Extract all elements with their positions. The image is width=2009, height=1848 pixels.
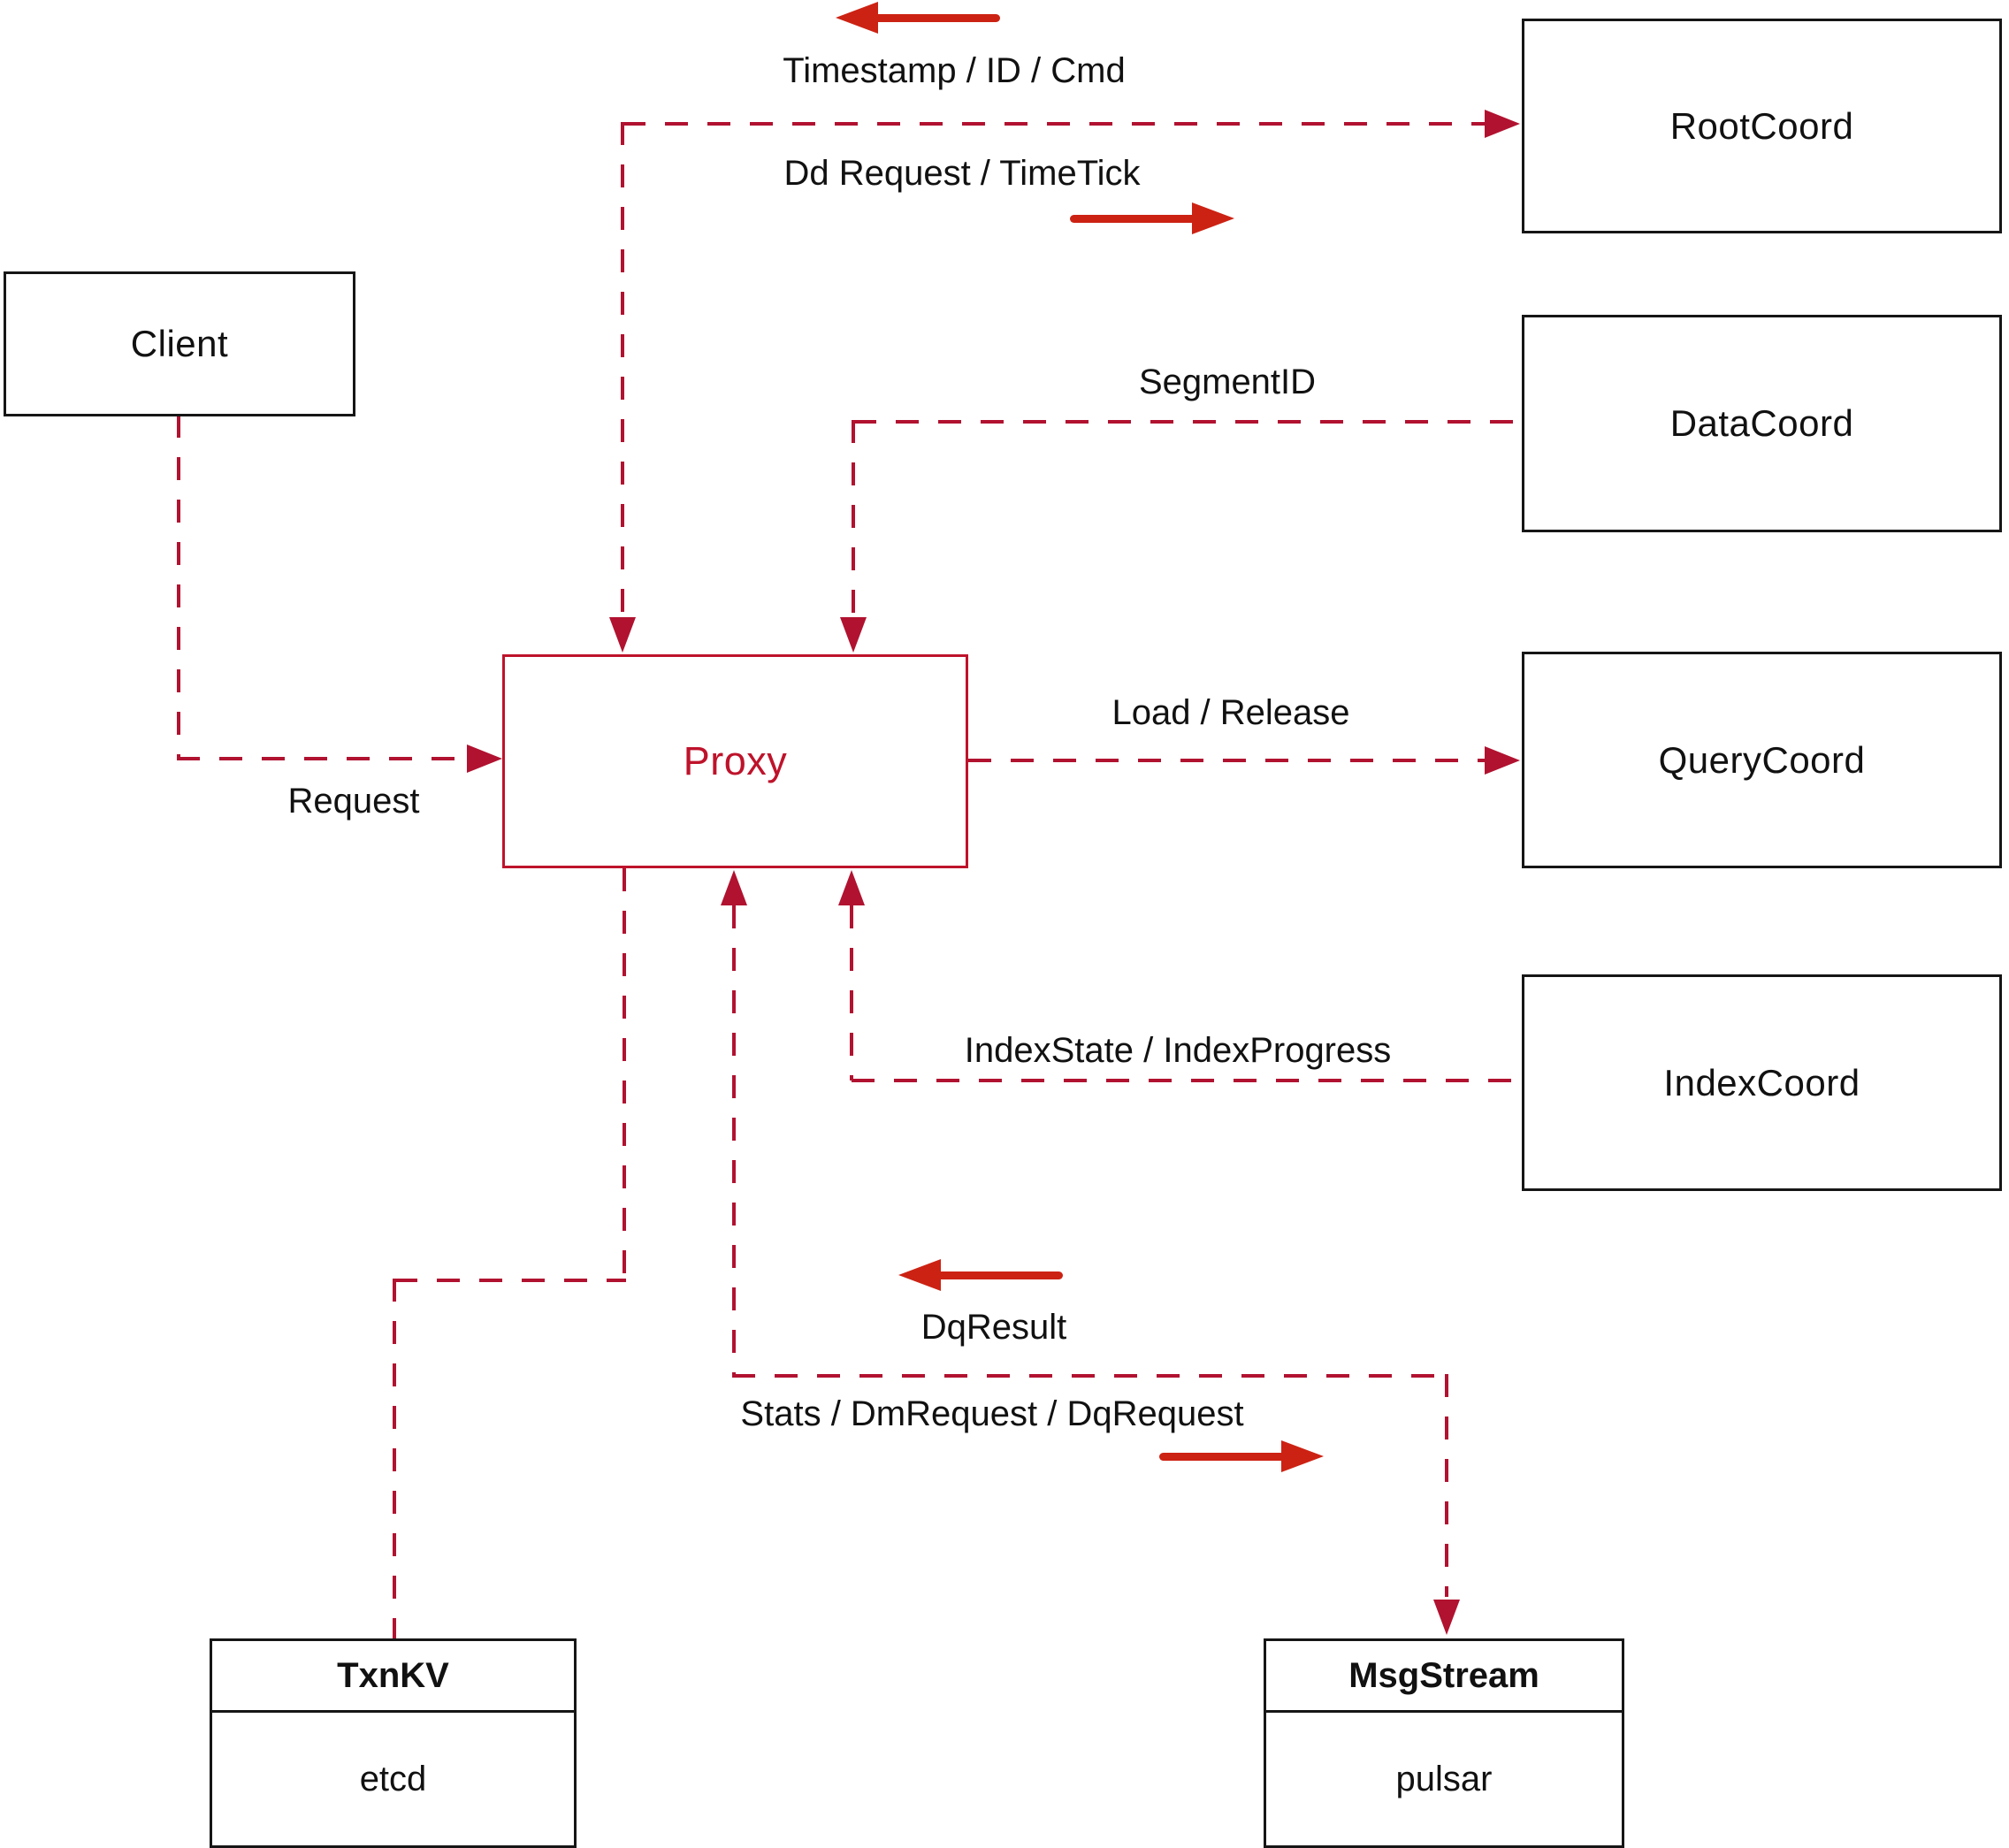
node-querycoord: QueryCoord <box>1522 652 2002 868</box>
edge-proxy-txnkv-horizontal <box>394 1279 626 1282</box>
arrow-shaft <box>932 1271 1063 1279</box>
node-proxy: Proxy <box>502 654 968 868</box>
edge-label-load-release: Load / Release <box>1111 693 1350 732</box>
node-querycoord-label: QueryCoord <box>1658 738 1866 781</box>
edge-proxy-msgstream-vertical-top <box>732 905 736 1376</box>
edge-proxy-querycoord-horizontal <box>968 759 1485 762</box>
edge-label-dd-request-timetick: Dd Request / TimeTick <box>783 154 1141 193</box>
edge-proxy-msgstream-horizontal <box>732 1374 1447 1378</box>
left-arrow-icon <box>836 2 1000 34</box>
arrow-head <box>836 2 878 34</box>
node-client: Client <box>4 271 355 416</box>
edge-indexcoord-proxy-vertical <box>850 905 853 1081</box>
node-rootcoord: RootCoord <box>1522 19 2002 233</box>
edge-client-proxy-vertical <box>177 415 180 759</box>
edge-label-dqresult: DqResult <box>920 1308 1067 1347</box>
arrow-head <box>1192 202 1234 234</box>
edge-proxy-rootcoord-vertical <box>621 122 624 617</box>
node-rootcoord-label: RootCoord <box>1669 104 1854 147</box>
right-arrow-icon <box>1070 202 1234 234</box>
arrow-shaft <box>869 14 1000 22</box>
edge-client-proxy-horizontal <box>177 757 467 760</box>
node-proxy-label: Proxy <box>683 738 788 783</box>
node-msgstream: MsgStream pulsar <box>1264 1638 1624 1848</box>
edge-proxy-txnkv-vertical-bottom <box>393 1279 396 1640</box>
node-datacoord: DataCoord <box>1522 315 2002 532</box>
edge-label-timestamp-id-cmd: Timestamp / ID / Cmd <box>783 51 1126 90</box>
arrow-shaft <box>1070 215 1201 223</box>
arrowhead-into-querycoord <box>1485 746 1520 775</box>
arrow-head <box>1281 1440 1324 1472</box>
right-arrow-icon <box>1159 1440 1324 1472</box>
node-txnkv-impl: etcd <box>359 1759 427 1798</box>
edge-label-request: Request <box>287 782 420 821</box>
edge-label-stats-dmrequest-dqrequest: Stats / DmRequest / DqRequest <box>740 1394 1244 1433</box>
edge-proxy-rootcoord-horizontal <box>623 122 1485 126</box>
edge-label-segment-id: SegmentID <box>1138 363 1317 401</box>
node-txnkv: TxnKV etcd <box>210 1638 577 1848</box>
arrow-head <box>898 1259 941 1291</box>
arrowhead-into-rootcoord <box>1485 110 1520 138</box>
node-txnkv-title: TxnKV <box>212 1641 574 1713</box>
arrowhead-into-proxy-bottom-left <box>721 870 747 905</box>
arrowhead-into-proxy-top-left <box>609 617 636 653</box>
node-msgstream-title: MsgStream <box>1266 1641 1622 1713</box>
node-msgstream-impl: pulsar <box>1395 1759 1493 1798</box>
edge-label-indexstate-indexprogress: IndexState / IndexProgress <box>964 1031 1392 1070</box>
node-indexcoord: IndexCoord <box>1522 974 2002 1191</box>
edge-datacoord-proxy-vertical <box>852 420 855 617</box>
node-client-label: Client <box>130 323 229 364</box>
node-indexcoord-label: IndexCoord <box>1663 1061 1860 1103</box>
arrowhead-into-proxy-top-right <box>840 617 867 653</box>
edge-datacoord-proxy-horizontal <box>853 420 1522 424</box>
arrowhead-into-proxy-bottom-right <box>838 870 865 905</box>
left-arrow-icon <box>898 1259 1063 1291</box>
edge-proxy-msgstream-vertical-bottom <box>1445 1374 1448 1597</box>
node-datacoord-label: DataCoord <box>1669 402 1854 444</box>
arrow-shaft <box>1159 1453 1290 1461</box>
edge-indexcoord-proxy-horizontal <box>852 1079 1522 1082</box>
arrowhead-into-proxy-left <box>467 745 502 773</box>
edge-proxy-txnkv-vertical-top <box>623 868 626 1280</box>
arrowhead-into-msgstream <box>1433 1600 1460 1635</box>
